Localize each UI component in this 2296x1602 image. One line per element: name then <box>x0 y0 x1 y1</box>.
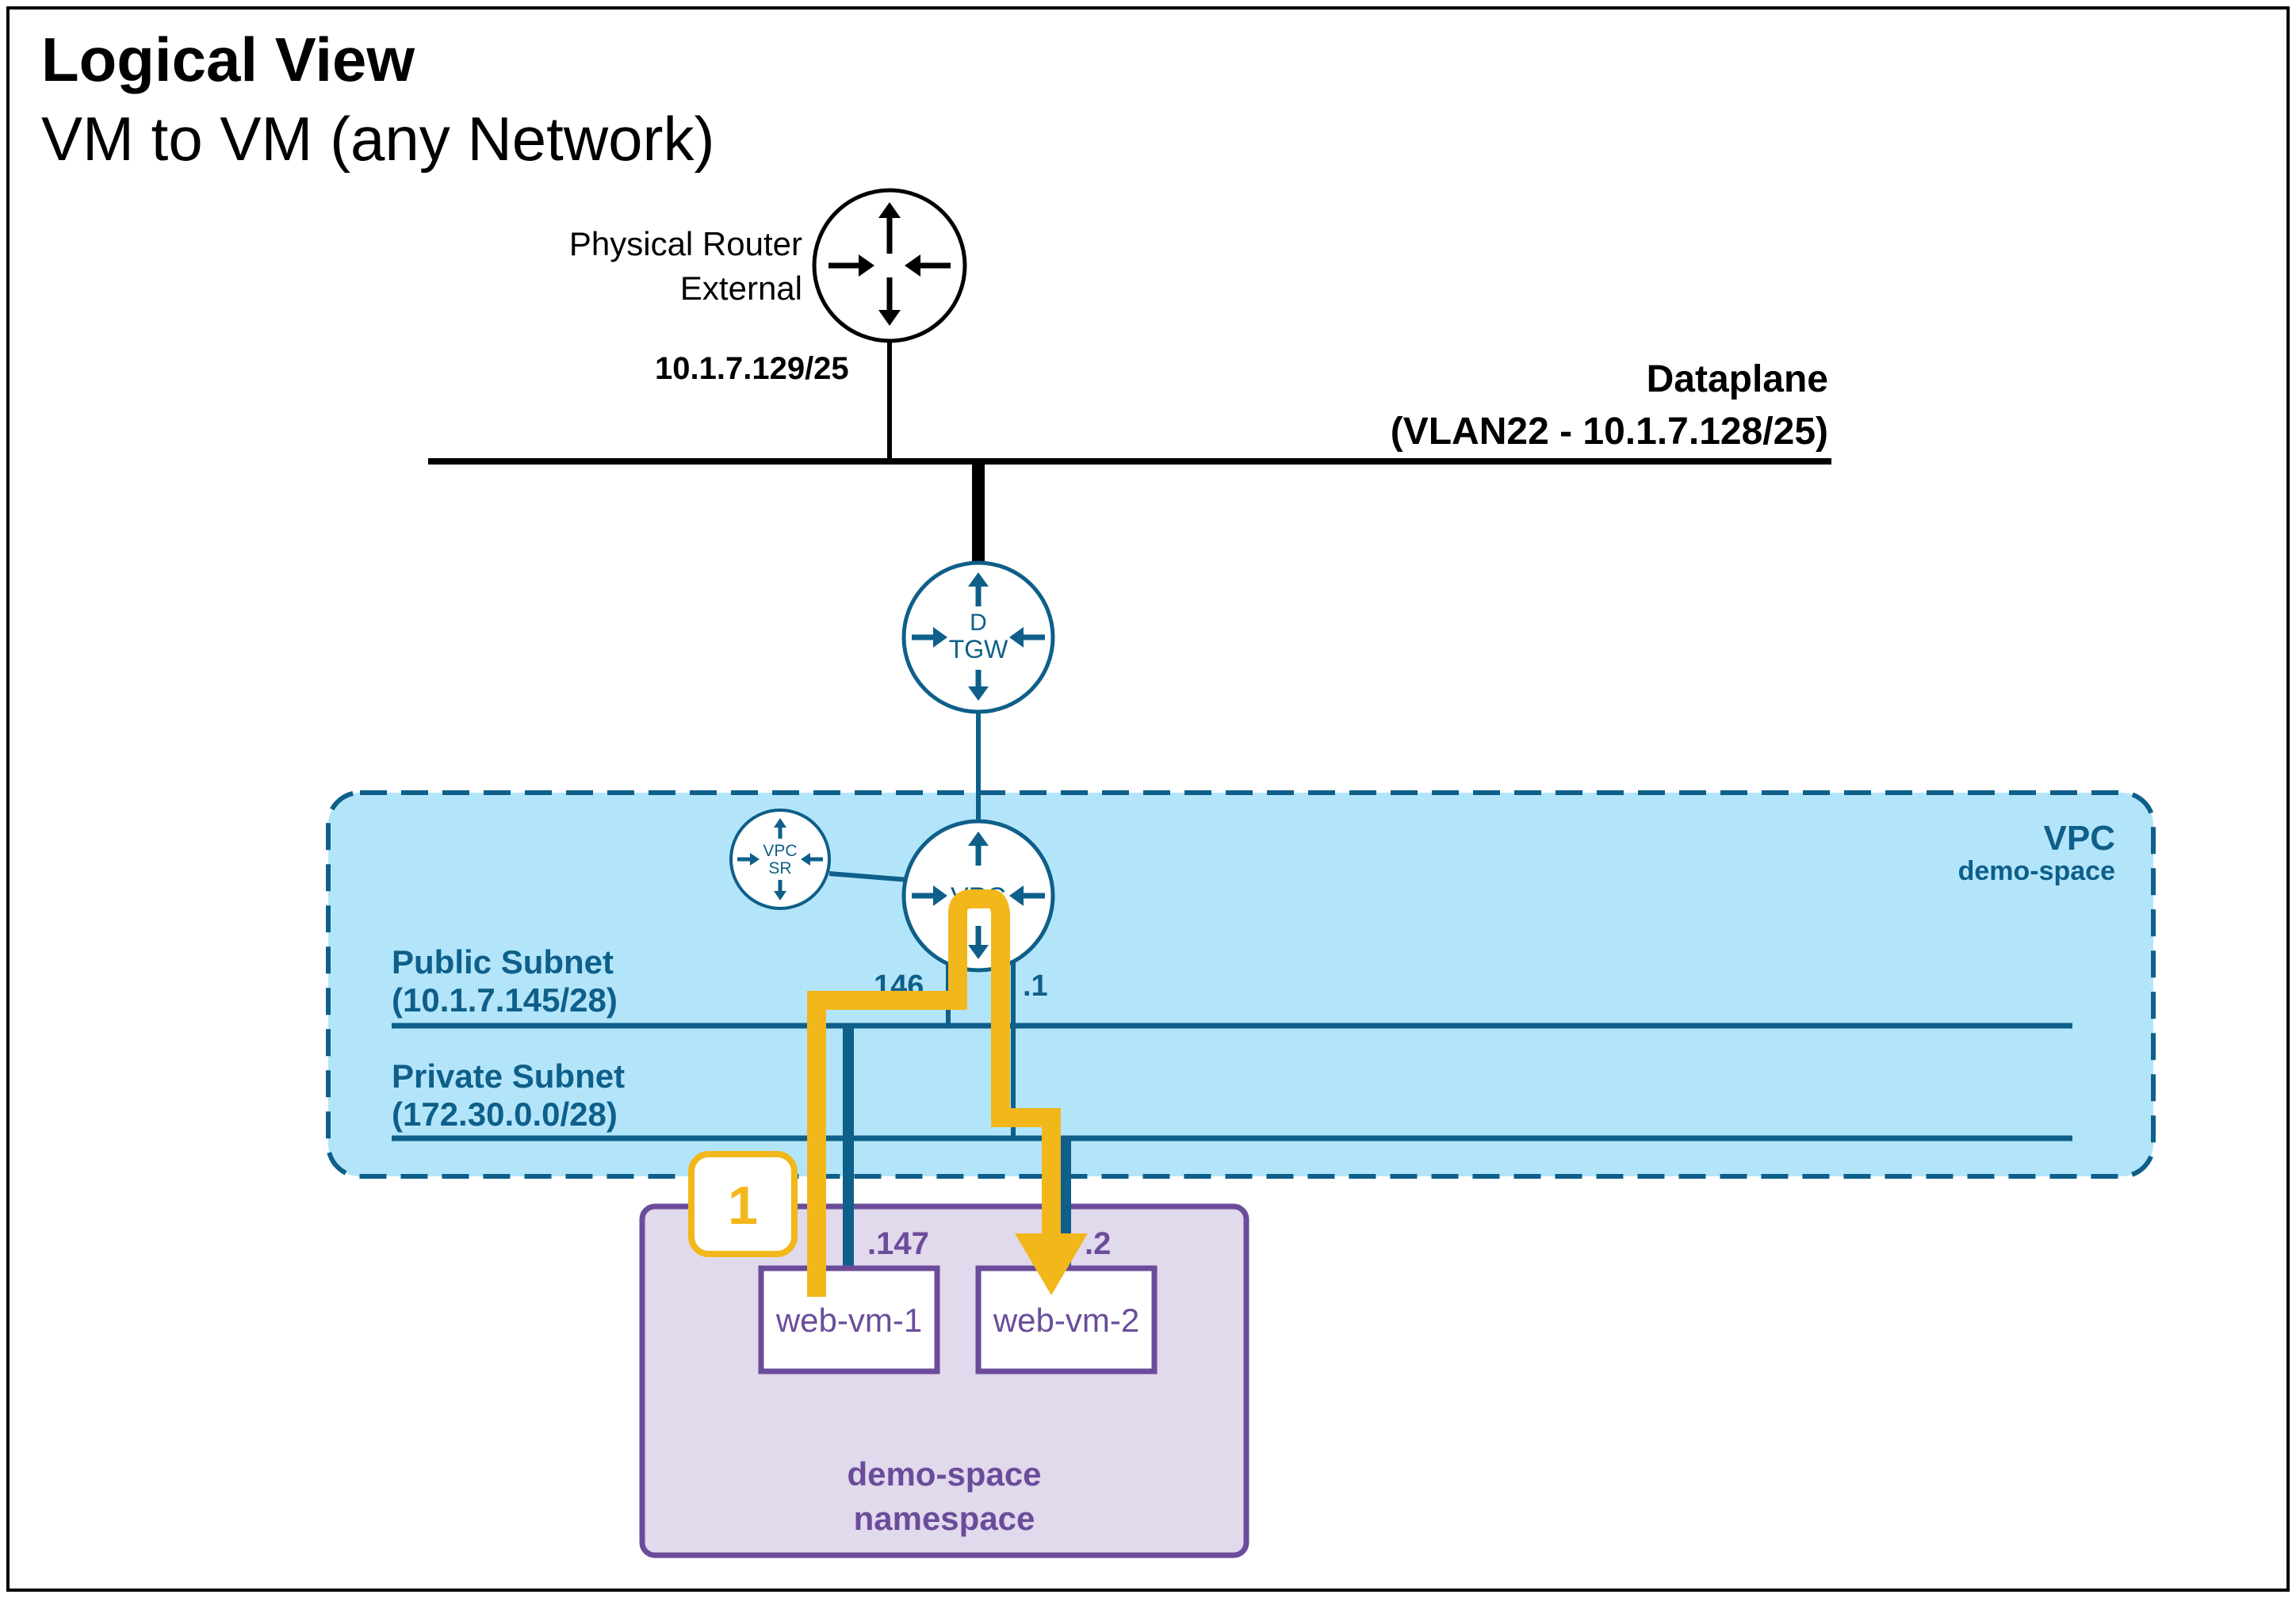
traffic-flow-path <box>807 889 1061 1297</box>
dataplane-vlan-label: (VLAN22 - 10.1.7.128/25) <box>1391 411 1828 453</box>
namespace-label: demo-space <box>847 1455 1041 1493</box>
tgw-router[interactable]: D TGW <box>901 560 1055 714</box>
public-subnet-label: Public Subnet <box>392 943 614 981</box>
physical-router[interactable] <box>812 188 967 343</box>
router-sublabel: External <box>680 270 802 307</box>
flow-step-badge: 1 <box>688 1151 798 1257</box>
vpc-sr-circle <box>729 809 831 910</box>
vpc-sr-label-vpc: VPC <box>763 842 797 860</box>
vpc-label: VPC <box>2044 819 2115 858</box>
router-label: Physical Router <box>569 225 802 262</box>
private-subnet-cidr: (172.30.0.0/28) <box>392 1095 618 1133</box>
page-subtitle: VM to VM (any Network) <box>41 104 715 174</box>
traffic-flow-arrowhead-icon <box>1015 1233 1088 1295</box>
web-vm-2-ip-label: .2 <box>1085 1226 1111 1261</box>
web-vm-1-ip-label: .147 <box>867 1226 929 1261</box>
web-vm-2-label: web-vm-2 <box>993 1302 1139 1339</box>
vpc-sr-label-sr: SR <box>768 859 791 877</box>
flow-step-number: 1 <box>728 1176 758 1236</box>
private-subnet-label: Private Subnet <box>392 1057 625 1095</box>
public-subnet-cidr: (10.1.7.145/28) <box>392 981 618 1019</box>
vpc-private-ip-label: .1 <box>1023 969 1048 1003</box>
vpc-router-arrows-icon <box>912 832 1045 959</box>
vpc-sr-arrows-icon <box>737 818 823 900</box>
router-ip-label: 10.1.7.129/25 <box>655 351 849 386</box>
vpc-sublabel: demo-space <box>1958 856 2115 886</box>
page-title: Logical View <box>41 25 415 94</box>
web-vm-2-box <box>975 1265 1158 1375</box>
tgw-label: TGW <box>949 635 1008 663</box>
web-vm-2[interactable]: web-vm-2 <box>975 1265 1158 1375</box>
dataplane-label: Dataplane <box>1647 358 1828 400</box>
web-vm-1-box <box>758 1265 940 1375</box>
router-arrows-icon <box>828 202 951 326</box>
flow-step-box <box>688 1151 798 1257</box>
tgw-label-d: D <box>970 610 987 636</box>
vpc-sr-router[interactable]: VPC SR <box>729 809 831 910</box>
tgw-arrows-icon <box>912 572 1045 701</box>
sr-to-vpc-link <box>828 871 909 882</box>
namespace-sublabel: namespace <box>854 1500 1035 1537</box>
web-vm-1-label: web-vm-1 <box>775 1302 922 1339</box>
web-vm-1[interactable]: web-vm-1 <box>758 1265 940 1375</box>
